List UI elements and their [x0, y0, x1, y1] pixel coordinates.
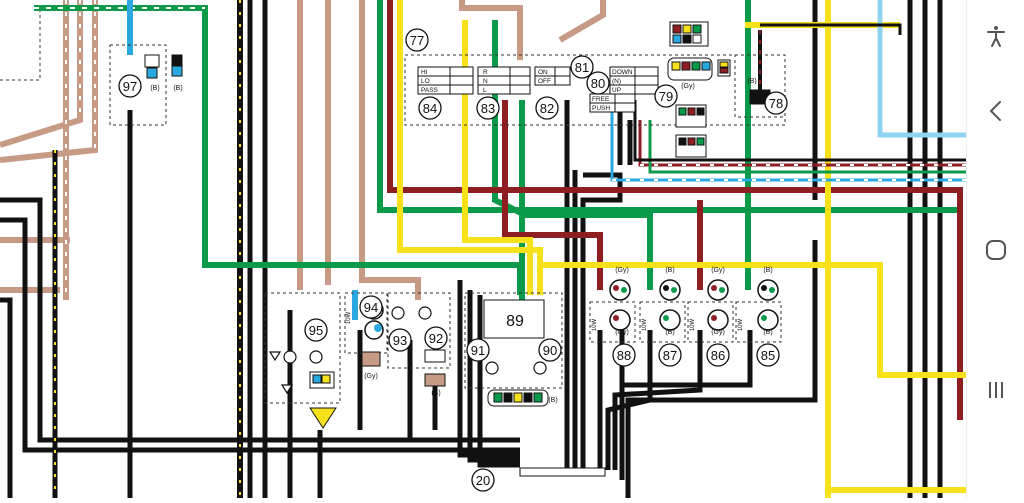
component-number-92: 92: [429, 331, 443, 346]
component-number-20: 20: [476, 473, 490, 488]
connector-code: (Gy): [615, 329, 629, 336]
tan-wires: [0, 0, 606, 300]
connectors: [144, 21, 771, 429]
switch-80: [609, 66, 659, 95]
component-marker-94: [359, 295, 383, 319]
connector-code: (B): [763, 329, 772, 336]
connector-code: (B): [150, 85, 159, 92]
component-marker-92: [424, 326, 448, 350]
switch_84-row: HI: [421, 69, 428, 76]
component-number-84: 84: [423, 101, 437, 116]
component-number-90: 90: [543, 343, 557, 358]
component-marker-87: [658, 343, 682, 367]
connector-code: (B): [665, 329, 674, 336]
component-marker-20: [471, 468, 495, 492]
switch_84-row: PASS: [421, 87, 439, 94]
component-marker-79: [654, 84, 678, 108]
component-number-78: 78: [769, 96, 783, 111]
bulb-watt-label: 10W: [738, 318, 744, 331]
switch-83: [477, 66, 531, 95]
recents-icon[interactable]: [967, 366, 1024, 414]
switch_82-row: OFF: [538, 78, 551, 85]
bulb-watt-label: 10W: [642, 318, 648, 331]
component-number-97: 97: [123, 79, 137, 94]
component-marker-93: [388, 328, 412, 352]
switch-84: [417, 66, 474, 95]
switch_79-row: FREE: [592, 96, 610, 103]
component-marker-81: [570, 55, 594, 79]
switch_83-row: N: [483, 78, 488, 85]
switch_80-row: (N): [612, 78, 621, 85]
component-marker-95: [304, 318, 328, 342]
connector-code: (B): [173, 85, 182, 92]
component-number-80: 80: [591, 76, 605, 91]
component-marker-83: [476, 96, 500, 120]
connector-code: (B): [747, 78, 756, 85]
dashed-box-left: [0, 5, 41, 81]
c89-box: [483, 299, 545, 339]
component-number-89: 89: [506, 313, 524, 330]
home-icon[interactable]: [967, 226, 1024, 274]
connector-code: (B): [548, 397, 557, 404]
component-number-88: 88: [617, 348, 631, 363]
connector-20-body: [519, 467, 606, 477]
component-number-83: 83: [481, 101, 495, 116]
blue-wires: [127, 0, 358, 320]
bulb-watt-label: 10W: [592, 318, 598, 331]
component-marker-85: [756, 343, 780, 367]
component-marker-82: [535, 96, 559, 120]
bulb-sockets: [364, 279, 779, 340]
component-marker-91: [466, 338, 490, 362]
component-marker-84: [418, 96, 442, 120]
component-marker-88: [612, 343, 636, 367]
accessibility-icon[interactable]: [967, 12, 1024, 60]
connector-code: (B): [665, 267, 674, 274]
component-number-87: 87: [663, 348, 677, 363]
switch_83-row: R: [483, 69, 488, 76]
component-marker-80: [586, 71, 610, 95]
component-number-86: 86: [711, 348, 725, 363]
connector-code: (Gy): [364, 373, 378, 380]
component-number-79: 79: [659, 89, 673, 104]
component-number-85: 85: [761, 348, 775, 363]
connector-code: (Gy): [681, 83, 695, 90]
component-number-94: 94: [364, 300, 378, 315]
component-number-77: 77: [410, 33, 424, 48]
connector-code: (Gy): [711, 267, 725, 274]
switch-79: [589, 93, 636, 113]
bulb-watt-label: 10W: [346, 311, 352, 324]
bulb-watt-label: 10W: [690, 318, 696, 331]
component-marker-86: [706, 343, 730, 367]
connector-code: (Gy): [711, 329, 725, 336]
switch_79-row: PUSH: [592, 105, 610, 112]
connector-code: (Gy): [615, 267, 629, 274]
led-symbols: [268, 306, 547, 395]
switch_80-row: DOWN: [612, 69, 633, 76]
tan-dash: [65, 0, 96, 300]
component-number-95: 95: [309, 323, 323, 338]
component-marker-97: [118, 74, 142, 98]
component-number-82: 82: [540, 101, 554, 116]
switch_84-row: LO: [421, 78, 430, 85]
component-marker-78: [764, 91, 788, 115]
connector-code: (B): [431, 390, 440, 397]
thin-wires: [610, 100, 966, 182]
component-number-81: 81: [575, 60, 589, 75]
black-wires: [0, 0, 943, 498]
system-navbar: [966, 0, 1024, 498]
component-marker-77: [405, 28, 429, 52]
switch_80-row: UP: [612, 87, 621, 94]
switch_82-row: ON: [538, 69, 548, 76]
component-number-91: 91: [471, 343, 485, 358]
connector-code: (B): [763, 267, 772, 274]
back-icon[interactable]: [967, 87, 1024, 135]
component-number-93: 93: [393, 333, 407, 348]
switch_83-row: L: [483, 87, 487, 94]
component-marker-90: [538, 338, 562, 362]
switch-82: [534, 66, 571, 86]
